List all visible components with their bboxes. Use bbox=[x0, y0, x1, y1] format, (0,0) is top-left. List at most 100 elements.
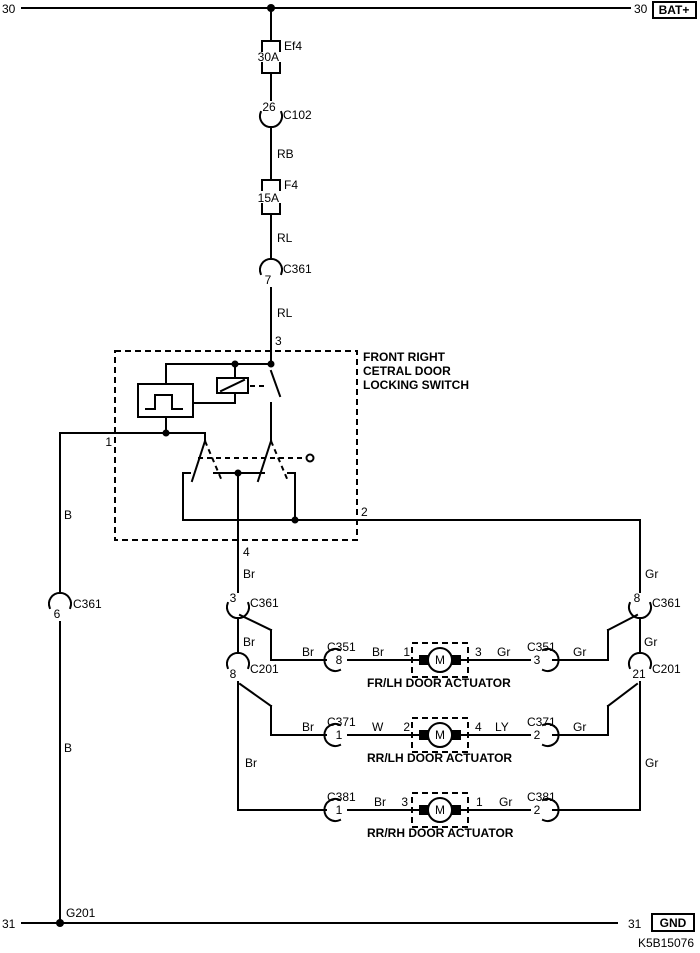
pin-label: 2 bbox=[403, 720, 410, 734]
wire bbox=[270, 629, 327, 661]
actuator-row-rrrh: C381 1 Br 3 M 1 Gr C381 2 RR/RH DOOR ACT… bbox=[237, 790, 641, 840]
connector-arc bbox=[628, 601, 652, 620]
fuse-bracket-bottom bbox=[261, 203, 281, 215]
rail-label-right: 31 bbox=[628, 917, 642, 931]
motor-label: M bbox=[435, 728, 445, 742]
motor-frlh: M bbox=[411, 642, 469, 678]
connector-pin: 3 bbox=[230, 591, 237, 605]
wire-color-label: RL bbox=[277, 306, 293, 320]
gnd-tag: GND bbox=[660, 916, 687, 930]
pin-label-3: 3 bbox=[275, 334, 282, 348]
bottom-rail: G201 31 31 GND K5B15076 bbox=[2, 906, 695, 950]
wire bbox=[552, 705, 609, 736]
connector-c361-3: 3 C361 bbox=[226, 591, 279, 620]
motor-rrrh: M bbox=[411, 792, 469, 828]
pulse-box bbox=[137, 383, 194, 418]
actuator-title: RR/RH DOOR ACTUATOR bbox=[367, 826, 514, 840]
wire-color-label: Br bbox=[243, 567, 255, 581]
branch-diagonal bbox=[606, 682, 639, 708]
connector-pin: 1 bbox=[336, 803, 343, 817]
top-rail: 30 30 BAT+ bbox=[2, 1, 697, 19]
connector-pin: 1 bbox=[336, 728, 343, 742]
ground-branch: B 6 C361 B bbox=[48, 432, 102, 924]
bus-left bbox=[182, 472, 191, 521]
connector-pin: 21 bbox=[632, 667, 646, 681]
rail-label-left: 31 bbox=[2, 917, 16, 931]
connector-name: C361 bbox=[73, 597, 102, 611]
pin-label: 4 bbox=[475, 720, 482, 734]
connector-c201-21: 21 C201 bbox=[628, 651, 681, 681]
connector-c102: 26 C102 bbox=[259, 100, 312, 129]
relay-coil bbox=[192, 363, 268, 404]
wire bbox=[270, 705, 327, 736]
locking-switch: FRONT RIGHT CETRAL DOOR LOCKING SWITCH 1 bbox=[59, 350, 641, 593]
wire-color-label: Gr bbox=[497, 645, 510, 659]
wire-color-label: Gr bbox=[573, 720, 586, 734]
connector-arc bbox=[226, 651, 250, 670]
connector-name: C361 bbox=[283, 262, 312, 276]
wire-color-label: Gr bbox=[644, 635, 657, 649]
actuator-title: FR/LH DOOR ACTUATOR bbox=[367, 676, 511, 690]
connector-name: C102 bbox=[283, 108, 312, 122]
fuse-bracket-top bbox=[261, 179, 281, 191]
manual-knob-icon bbox=[305, 453, 315, 463]
fuse-rating: 30A bbox=[258, 50, 279, 64]
motor-terminal bbox=[419, 730, 428, 740]
pin-label-2: 2 bbox=[361, 505, 368, 519]
doc-code: K5B15076 bbox=[638, 936, 694, 950]
right-branch: Gr 8 C361 Gr 21 C201 Gr bbox=[606, 567, 681, 811]
motor-terminal bbox=[419, 655, 428, 665]
bat-tag: BAT+ bbox=[659, 3, 690, 17]
wire-color-label: Gr bbox=[499, 795, 512, 809]
connector-pin: 6 bbox=[54, 607, 61, 621]
motor-terminal bbox=[452, 655, 461, 665]
pin-label: 3 bbox=[475, 645, 482, 659]
connector-name: C351 bbox=[327, 640, 356, 654]
wire-color-label: Gr bbox=[645, 567, 658, 581]
relay-box bbox=[216, 377, 249, 394]
branch-diagonal bbox=[238, 682, 273, 708]
connector-c361-6: 6 C361 bbox=[48, 591, 102, 621]
pin1-wire bbox=[59, 432, 206, 442]
connector-name: C201 bbox=[250, 662, 279, 676]
switch-title-line: FRONT RIGHT bbox=[363, 350, 446, 364]
switch-title-line: LOCKING SWITCH bbox=[363, 378, 469, 392]
wire-color-label: Br bbox=[243, 635, 255, 649]
motor-terminal bbox=[452, 730, 461, 740]
contact-bus bbox=[182, 469, 299, 524]
connector-name: C361 bbox=[652, 596, 681, 610]
connector-name: C371 bbox=[527, 715, 556, 729]
supply-chain: Ef4 30A 26 C102 RB F4 15A RL 7 C361 RL 3 bbox=[258, 7, 312, 365]
wire-color-label: W bbox=[372, 720, 384, 734]
actuator-title: RR/LH DOOR ACTUATOR bbox=[367, 751, 512, 765]
fuse-name: F4 bbox=[284, 178, 298, 192]
connector-arc bbox=[48, 591, 72, 610]
junction-dot bbox=[162, 429, 170, 437]
center-branch: Br 3 C361 Br 8 C201 Br bbox=[226, 567, 279, 811]
pulse-waveform-icon bbox=[145, 394, 183, 410]
wire-color-label: Gr bbox=[645, 756, 658, 770]
junction-dot bbox=[267, 360, 275, 368]
connector-pin: 8 bbox=[634, 591, 641, 605]
relay-diagonal bbox=[219, 378, 246, 393]
fuse-rating: 15A bbox=[258, 191, 279, 205]
wire-color-label: Br bbox=[245, 756, 257, 770]
pin-label-4: 4 bbox=[243, 545, 250, 559]
wire-color-label: Gr bbox=[573, 645, 586, 659]
fuse-bracket-bottom bbox=[261, 62, 281, 74]
wire bbox=[192, 392, 236, 404]
fuse-name: Ef4 bbox=[284, 39, 302, 53]
connector-name: C371 bbox=[327, 715, 356, 729]
wire-color-label: LY bbox=[495, 720, 509, 734]
wire-color-label: Br bbox=[302, 645, 314, 659]
connector-pin: 8 bbox=[336, 653, 343, 667]
connector-arc bbox=[323, 723, 342, 747]
pin-label-1: 1 bbox=[105, 435, 112, 449]
connector-arc bbox=[628, 651, 652, 670]
pin-label: 1 bbox=[476, 795, 483, 809]
pin2-wire bbox=[182, 519, 641, 593]
connector-pin: 2 bbox=[534, 728, 541, 742]
wire-color-label: B bbox=[64, 508, 72, 522]
